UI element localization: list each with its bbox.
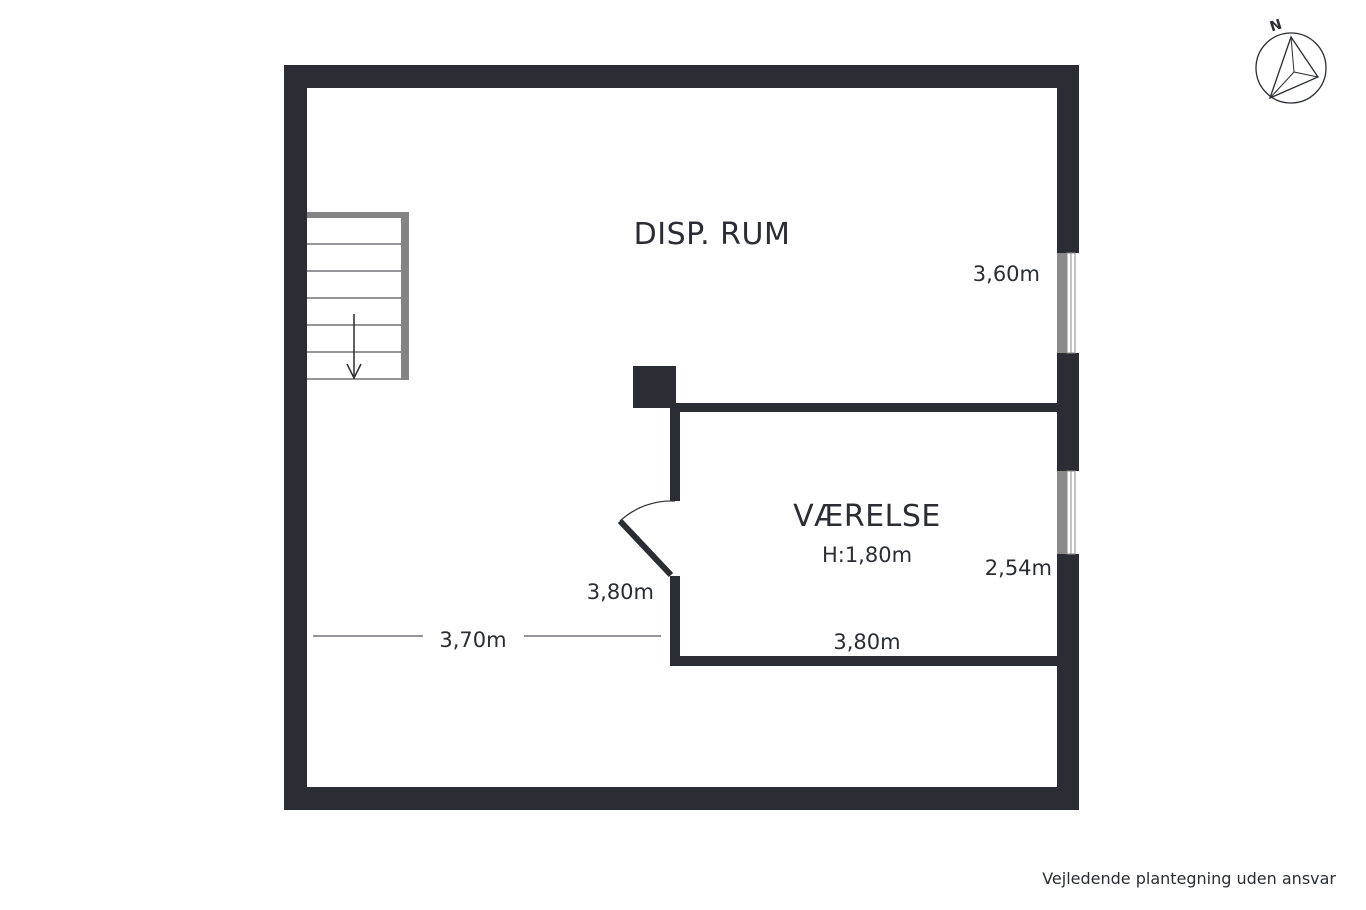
north-compass-icon: N bbox=[1255, 17, 1327, 104]
wall-left bbox=[284, 65, 307, 810]
disclaimer-note: Vejledende plantegning uden ansvar bbox=[1042, 869, 1336, 888]
door bbox=[617, 500, 676, 578]
wall-vaerelse-left-lower bbox=[670, 576, 680, 666]
wall-vaerelse-left-upper bbox=[670, 403, 680, 501]
compass-north-label: N bbox=[1268, 17, 1284, 36]
room-label-disp-rum: DISP. RUM bbox=[634, 217, 791, 252]
wall-right-lower bbox=[1057, 554, 1079, 810]
wall-vaerelse-bottom bbox=[670, 656, 1057, 666]
staircase bbox=[307, 212, 409, 380]
wall-vaerelse-top bbox=[670, 403, 1057, 412]
room-walls bbox=[670, 403, 1057, 666]
room-height-label: H:1,80m bbox=[822, 543, 912, 567]
dim-label-hall-width: 3,70m bbox=[439, 628, 506, 652]
wall-right-middle bbox=[1057, 353, 1079, 471]
wall-top bbox=[284, 65, 1079, 88]
stair-rail-top bbox=[307, 212, 409, 218]
window-lower bbox=[1057, 470, 1076, 555]
arrow-down-icon bbox=[346, 314, 362, 380]
dim-label-vaerelse-side: 2,54m bbox=[985, 556, 1052, 580]
window-upper bbox=[1057, 252, 1076, 354]
outer-walls bbox=[284, 65, 1079, 810]
wall-bottom bbox=[284, 787, 1079, 810]
dim-label-vaerelse-wall: 3,80m bbox=[587, 580, 654, 604]
stair-rail-side bbox=[401, 212, 409, 380]
chimney-column bbox=[633, 366, 676, 408]
dim-label-vaerelse-bottom: 3,80m bbox=[833, 630, 900, 654]
dim-label-disp-rum-side: 3,60m bbox=[973, 262, 1040, 286]
wall-right-upper bbox=[1057, 65, 1079, 253]
room-label-vaerelse: VÆRELSE bbox=[793, 499, 941, 534]
